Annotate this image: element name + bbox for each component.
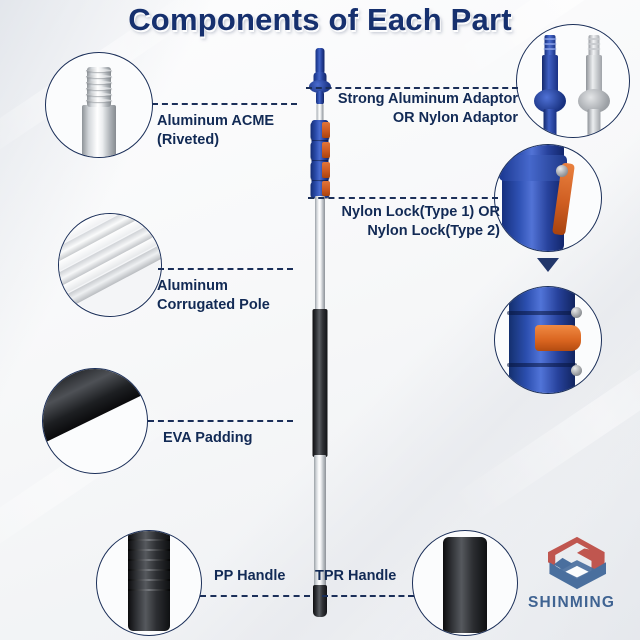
acme-thread xyxy=(86,75,112,78)
connector-adaptor xyxy=(306,87,518,89)
callout-nylon-lock-type-1 xyxy=(494,144,602,252)
pp-handle-rib xyxy=(128,569,170,571)
acme-thread xyxy=(86,87,112,90)
pp-handle-rib xyxy=(128,559,170,561)
pole-lock-lever xyxy=(322,162,330,178)
shinming-logo-icon xyxy=(548,536,606,590)
label-adaptor: Strong Aluminum Adaptor OR Nylon Adaptor xyxy=(337,91,518,126)
connector-nylon-lock xyxy=(308,197,498,199)
pp-handle-rib xyxy=(128,589,170,591)
aluminum-adaptor-stem xyxy=(586,55,602,95)
brand-name: SHINMING xyxy=(528,594,616,611)
label-eva-padding: EVA Padding xyxy=(163,430,253,446)
brand-logo xyxy=(540,534,614,592)
callout-pp-handle xyxy=(96,530,202,636)
connector-tpr-handle xyxy=(322,595,414,597)
nylon-adaptor-thread xyxy=(543,48,557,50)
aluminum-adaptor-thread xyxy=(587,48,601,50)
nylon-adaptor xyxy=(533,31,567,137)
arrow-down-icon xyxy=(537,258,559,272)
pole-lock-lever xyxy=(322,142,330,158)
acme-thread xyxy=(86,93,112,96)
pole-lock-band xyxy=(310,162,330,180)
aluminum-adaptor-base xyxy=(587,109,601,137)
page-title: Components of Each Part xyxy=(128,2,512,37)
callout-corrugated-pole xyxy=(58,213,162,317)
label-corrugated-pole: Aluminum Corrugated Pole xyxy=(157,278,270,313)
lock-type1-screw xyxy=(556,165,568,177)
aluminum-adaptor-thread xyxy=(587,38,601,40)
acme-thread xyxy=(86,81,112,84)
lock-type2-screw-top xyxy=(571,307,582,318)
tpr-handle-grip xyxy=(443,537,487,633)
aluminum-adaptor-threaded-tip xyxy=(588,35,600,57)
pp-handle-rib xyxy=(128,549,170,551)
pole-end-cap xyxy=(313,585,327,617)
connector-corrugated-pole xyxy=(158,268,293,270)
lock-type2-lever xyxy=(535,325,581,351)
acme-thread xyxy=(86,99,112,102)
connector-acme xyxy=(152,103,297,105)
aluminum-adaptor xyxy=(577,31,611,137)
nylon-adaptor-thread xyxy=(543,38,557,40)
pole-adaptor-tip xyxy=(315,48,325,74)
label-aluminum-acme: Aluminum ACME (Riveted) xyxy=(157,113,275,148)
eva-surface xyxy=(43,369,147,448)
callout-tpr-handle xyxy=(412,530,518,636)
nylon-adaptor-stem xyxy=(542,55,558,95)
pole-lock-band xyxy=(310,182,330,198)
label-nylon-lock: Nylon Lock(Type 1) OR Nylon Lock(Type 2) xyxy=(341,204,500,239)
lock-type2-lower-seam xyxy=(506,363,577,367)
nylon-adaptor-base xyxy=(543,109,557,137)
pp-handle-rib xyxy=(128,579,170,581)
connector-pp-handle xyxy=(200,595,310,597)
acme-body xyxy=(82,105,116,157)
callout-nylon-lock-type-2 xyxy=(494,286,602,394)
callout-adaptor-comparison xyxy=(516,24,630,138)
nylon-adaptor-thread xyxy=(543,43,557,45)
aluminum-adaptor-thread xyxy=(587,43,601,45)
callout-aluminum-acme xyxy=(45,52,153,158)
lock-type2-screw-bottom xyxy=(571,365,582,376)
acme-thread xyxy=(86,69,112,72)
pp-handle-grip xyxy=(128,531,170,631)
nylon-adaptor-threaded-tip xyxy=(544,35,556,57)
pole-eva-padding xyxy=(312,309,328,457)
label-tpr-handle: TPR Handle xyxy=(315,568,397,584)
pole-lock-lever xyxy=(322,181,330,196)
lock-type1-collar xyxy=(499,155,568,181)
connector-eva-padding xyxy=(148,420,293,422)
callout-eva-padding xyxy=(42,368,148,474)
label-pp-handle: PP Handle xyxy=(214,568,286,584)
pp-handle-rib xyxy=(128,539,170,541)
lock-type2-upper-seam xyxy=(506,311,577,315)
